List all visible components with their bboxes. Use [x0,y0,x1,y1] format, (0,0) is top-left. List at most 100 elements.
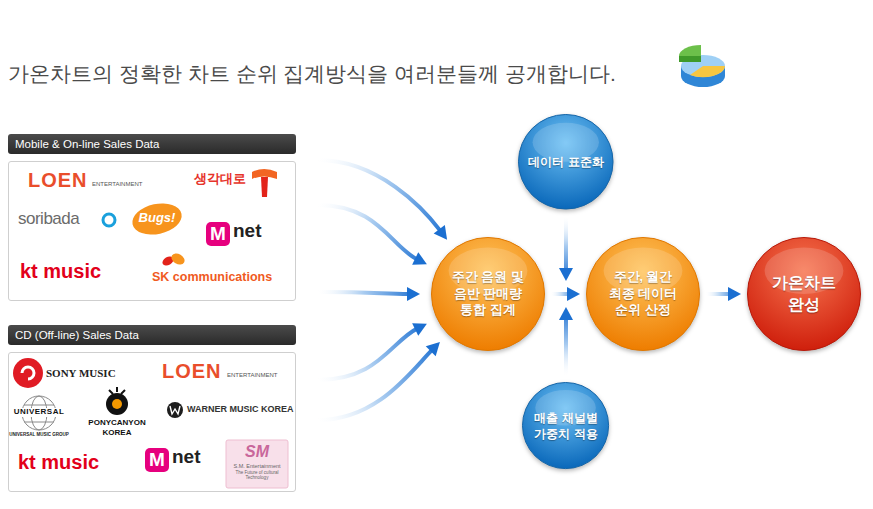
circle-fill [432,238,545,351]
pony-center [112,399,122,409]
butterfly-wing [169,251,186,267]
arrow-head [412,252,427,265]
logo-slot: WARNER MUSIC KOREA [187,405,294,415]
soribada-ring [103,214,115,226]
logo-text: LOEN [28,169,88,191]
warner-shield [167,402,183,418]
panel-heading: CD (Off-line) Sales Data [15,325,289,345]
swirl-line [22,367,34,379]
logo-text: S.M. Entertainment [233,463,280,469]
logo-text: kt music [20,260,101,282]
flow-arrow [559,307,573,375]
circle-fill [587,238,700,351]
circle-label: 매출 채널별 가중치 적용 [531,410,601,442]
flow-arrow [551,287,580,301]
arrow-head [567,287,580,301]
logo-slot: UNIVERSAL MUSIC GROUP [9,433,68,438]
logo-slot: LOEN [28,169,88,191]
pony-disc [106,393,128,415]
panel-heading: Mobile & On-line Sales Data [15,134,289,154]
title-slot: 가온차트의 정확한 차트 순위 집계방식을 여러분들께 공개합니다. [8,60,616,88]
logo-slot: net [233,221,262,242]
logo-slot: M [145,448,169,472]
page-title: 가온차트의 정확한 차트 순위 집계방식을 여러분들께 공개합니다. [8,60,616,88]
arrow-head [407,287,420,301]
logo-text: 생각대로 [194,172,246,186]
logo-slot: LOEN [162,360,222,382]
flow-arrow [706,287,741,301]
arrow-line [564,217,568,271]
circle-label: 가온차트 완성 [764,272,844,315]
process-circle: 데이터 표준화 [517,113,615,211]
logo-slot: soribada [18,210,79,229]
logo-text: kt music [18,451,99,473]
logo-slot: PONYCANYON [88,419,145,428]
pie-chart-icon [679,45,725,87]
logo-text: Bugs! [139,211,176,225]
logo-slot: S.M. Entertainment [233,463,280,469]
logo-slot: ENTERTAINMENT [92,181,142,188]
ponycanyon-icon [106,387,128,415]
logo-text: PONYCANYON [88,419,145,428]
logo-slot: The Future of cultural Technology [228,471,286,481]
panel-header-bar: CD (Off-line) Sales Data [8,325,296,345]
arrow-head [412,323,427,336]
logo-text: net [172,447,201,468]
process-circle: 주간 음원 및 음반 판매량 통합 집계 [430,236,546,352]
pie-slice [679,45,701,56]
warner-mark [170,406,180,414]
logo-slot: net [172,447,201,468]
pony-antenna [109,387,125,394]
logo-slot: M [206,222,230,246]
bugs-blob [129,199,184,239]
arrow-head [728,287,741,301]
arrow-line [318,349,433,420]
globe-parallel [24,422,54,423]
logo-text: SM [245,443,269,461]
logo-slot: SONY MUSIC [46,367,116,379]
logo-text: LOEN [162,360,222,382]
pie-slice-side [679,56,701,62]
logo-text: KOREA [103,429,132,438]
logo-text: SONY MUSIC [46,367,116,379]
logo-text: soribada [18,210,79,229]
arrow-line [706,292,731,296]
circle-fill [748,238,861,351]
pie-slice [690,66,725,77]
sm-logo-box [226,440,288,488]
process-circle: 주간, 월간 최종 데이터 순위 산정 [585,236,701,352]
circle-text-block: 데이터 표준화 [524,154,608,170]
sk-butterfly-icon [161,251,187,267]
circle-text-block: 주간 음원 및 음반 판매량 통합 집계 [447,269,529,320]
logo-slot: SK communications [152,271,272,285]
circle-label: 주간, 월간 최종 데이터 순위 산정 [606,269,680,320]
flow-arrow [318,323,440,420]
arrow-line [318,205,418,260]
circle-shape [521,381,610,470]
arrow-line [318,328,418,380]
arrow-head [559,307,573,320]
logo-text: UNIVERSAL MUSIC GROUP [9,433,68,438]
logo-text: M [206,222,230,246]
circle-text-block: 주간, 월간 최종 데이터 순위 산정 [606,269,680,320]
circle-label: 주간 음원 및 음반 판매량 통합 집계 [447,269,529,320]
logo-text: WARNER MUSIC KOREA [187,405,294,415]
logo-slot: ENTERTAINMENT [227,372,277,379]
flow-arrow [318,160,447,301]
arrow-head [434,225,447,240]
arrow-line [318,292,410,294]
logo-slot: SM [245,443,269,461]
sony-swirl-icon [13,358,43,388]
panel-header-bar: Mobile & On-line Sales Data [8,134,296,154]
swirl-disc [13,358,43,388]
logo-slot: Bugs! [139,211,176,225]
logo-text: The Future of cultural Technology [228,471,286,481]
logo-text: net [233,221,262,242]
warner-icon [167,402,183,418]
circle-label: 데이터 표준화 [524,154,608,170]
logo-text: UNIVERSAL [12,408,67,417]
arrow-head [426,342,440,356]
t-logo-stem [261,177,268,197]
logo-slot: KOREA [103,429,132,438]
